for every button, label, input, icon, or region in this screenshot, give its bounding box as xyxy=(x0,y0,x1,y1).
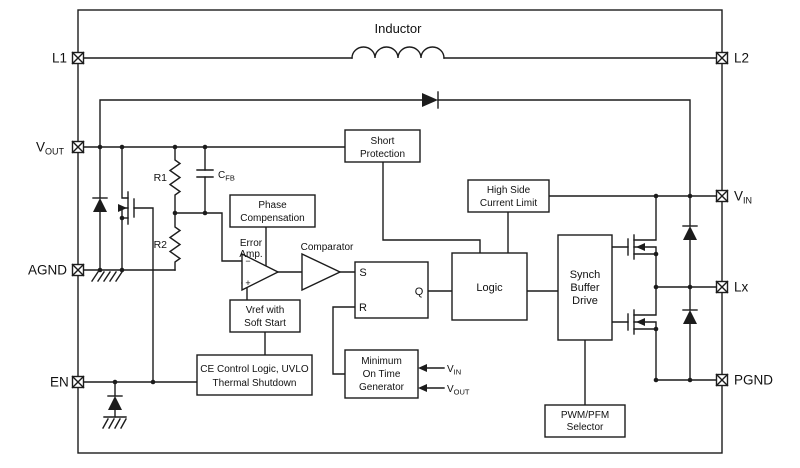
ce-control-label: CE Control Logic, UVLO xyxy=(200,364,309,375)
diode-top xyxy=(422,93,438,107)
pin-vout: VOUT xyxy=(36,140,85,157)
vref-label: Vref with xyxy=(246,305,285,316)
error-amp-minus: − xyxy=(245,256,250,266)
function-blocks: Short Protection High Side Current Limit… xyxy=(196,129,626,438)
svg-text:Current Limit: Current Limit xyxy=(480,198,537,209)
wire-diode-rail-left xyxy=(99,99,423,199)
diode-ls-body xyxy=(683,310,697,324)
pin-agnd-label: AGND xyxy=(28,263,67,278)
block-synch-buffer-drive xyxy=(557,234,613,341)
synch-buffer-drive-label: Synch xyxy=(570,269,601,281)
hscl-label: High Side xyxy=(487,185,531,196)
pwm-pfm-label: PWM/PFM xyxy=(561,410,609,421)
filled-shapes xyxy=(93,93,697,410)
pin-agnd: AGND xyxy=(28,263,85,278)
block-pwm-pfm-selector xyxy=(544,404,626,438)
svg-text:Buffer: Buffer xyxy=(570,282,599,294)
error-amp-triangle xyxy=(241,252,280,292)
wire-left-gate xyxy=(133,207,154,383)
svg-text:Amp.: Amp. xyxy=(239,249,262,260)
pin-l1: L1 xyxy=(52,51,85,66)
pin-en-label: EN xyxy=(50,375,69,390)
min-on-time-label: Minimum xyxy=(361,356,402,367)
junction-dots xyxy=(97,144,693,385)
pin-en: EN xyxy=(50,375,85,390)
short-protection-label: Short xyxy=(371,136,395,147)
pin-l2: L2 xyxy=(715,51,749,66)
inductor-coil xyxy=(351,46,445,59)
svg-text:Compensation: Compensation xyxy=(240,213,304,224)
mosfet-ls-arrow xyxy=(636,318,645,326)
r1-label: R1 xyxy=(154,172,168,184)
pin-lx-label: Lx xyxy=(734,280,749,295)
cfb-label: CFB xyxy=(218,170,235,183)
wire-r-to-minontime xyxy=(332,306,356,375)
component-labels: Inductor R1 R2 CFB VIN VOUT xyxy=(154,21,470,397)
inductor-label: Inductor xyxy=(375,21,423,36)
wire-short-to-logic xyxy=(382,161,481,254)
svg-text:On Time: On Time xyxy=(363,369,401,380)
svg-text:Protection: Protection xyxy=(360,149,405,160)
pin-vin-label: VIN xyxy=(734,189,752,206)
block-vref-soft-start xyxy=(229,299,301,333)
pin-l1-label: L1 xyxy=(52,51,67,66)
wire-diode-rail-right xyxy=(437,99,691,197)
pin-vin: VIN xyxy=(715,189,752,206)
pin-l2-label: L2 xyxy=(734,51,749,66)
minontime-vin-label: VIN xyxy=(447,364,461,377)
svg-text:Thermal Shutdown: Thermal Shutdown xyxy=(213,378,297,389)
minontime-vout-label: VOUT xyxy=(447,384,470,397)
diode-left xyxy=(93,198,107,212)
error-amp-label: Error xyxy=(240,238,263,249)
pin-vout-label: VOUT xyxy=(36,140,65,157)
pin-pgnd: PGND xyxy=(715,373,773,388)
pins: L1 VOUT AGND EN L2 VIN Lx PGND xyxy=(28,51,773,390)
block-logic xyxy=(451,252,528,321)
comparator-label: Comparator xyxy=(301,242,354,253)
block-phase-compensation xyxy=(229,194,316,228)
pin-lx: Lx xyxy=(715,280,749,295)
r2-label: R2 xyxy=(154,239,168,251)
pin-pgnd-label: PGND xyxy=(734,373,773,388)
svg-text:Generator: Generator xyxy=(359,382,405,393)
en-ground-symbol xyxy=(102,416,127,429)
latch-s-label: S xyxy=(359,267,366,279)
block-sr-latch xyxy=(354,261,429,319)
mosfet-hs-arrow xyxy=(636,243,645,251)
block-min-on-time xyxy=(344,349,419,399)
wires xyxy=(82,46,718,429)
wire-feedback xyxy=(174,212,243,262)
phase-compensation-label: Phase xyxy=(258,200,287,211)
svg-text:Selector: Selector xyxy=(567,422,604,433)
block-ce-control xyxy=(196,354,313,396)
block-high-side-current-limit xyxy=(467,179,550,213)
block-short-protection xyxy=(344,129,421,163)
arrow-vin-input xyxy=(418,364,427,372)
diode-hs-body xyxy=(683,226,697,240)
resistor-r2 xyxy=(168,212,182,271)
resistor-r1 xyxy=(168,146,182,214)
mosfet-left-arrow xyxy=(118,204,127,212)
logic-label: Logic xyxy=(476,282,503,294)
svg-text:Soft Start: Soft Start xyxy=(244,318,286,329)
latch-r-label: R xyxy=(359,302,367,314)
comparator-triangle xyxy=(301,252,342,292)
svg-text:Drive: Drive xyxy=(572,295,598,307)
error-amp-plus: + xyxy=(245,278,250,288)
agnd-ground-symbol xyxy=(91,271,123,282)
latch-q-label: Q xyxy=(415,286,424,298)
diode-en xyxy=(108,396,122,410)
arrow-vout-input xyxy=(418,384,427,392)
